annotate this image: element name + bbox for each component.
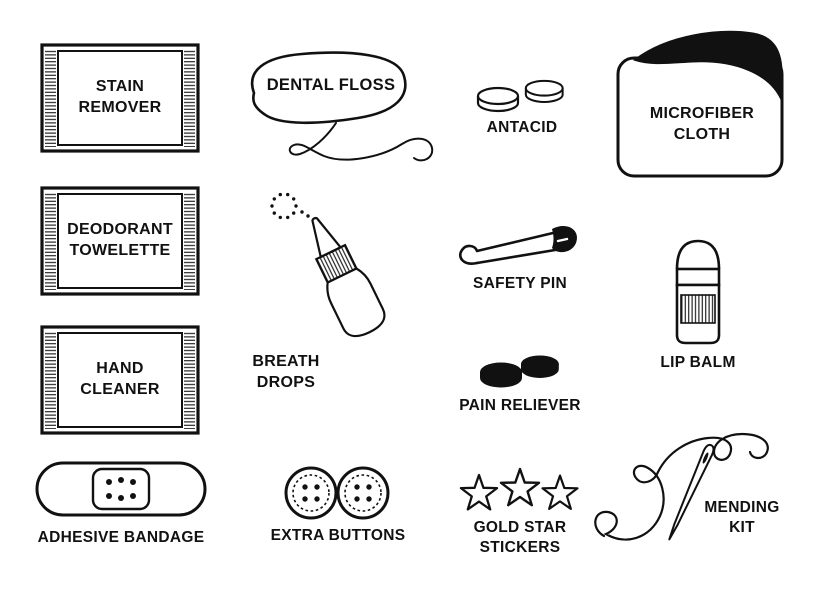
safety-pin-label: SAFETY PIN [472,275,567,292]
lip-balm-label: LIP BALM [660,354,736,371]
gold-star-stickers-label: GOLD STAR STICKERS [473,519,567,557]
mending-kit-label: MENDING KIT [704,499,780,537]
pain-reliever-tablets-icon [480,355,559,388]
item-pain-reliever: PAIN RELIEVER [455,350,585,414]
dental-floss-icon [250,51,434,162]
dental-floss-label: DENTAL FLOSS [266,76,396,94]
spray-dots [270,192,310,220]
buttons-icon [284,466,390,520]
microfiber-cloth-icon [616,30,784,178]
item-gold-star-stickers: GOLD STAR STICKERS [455,466,585,566]
needle [668,443,715,541]
stars-icon [459,467,579,511]
microfiber-cloth-label: MICROFIBER CLOTH [649,105,755,143]
item-adhesive-bandage: ADHESIVE BANDAGE [33,458,209,554]
safety-pin-icon [458,225,578,265]
item-microfiber-cloth: MICROFIBER CLOTH [610,28,794,184]
deodorant-towelette-label: DEODORANT TOWELETTE [67,221,173,259]
lip-balm-tube-icon [675,239,721,345]
item-antacid: ANTACID [462,76,582,142]
item-hand-cleaner: HAND CLEANER [40,325,200,435]
hand-cleaner-label: HAND CLEANER [80,360,160,398]
needle-and-thread-icon [594,432,769,541]
extra-buttons-label: EXTRA BUTTONS [270,527,406,544]
item-stain-remover: STAIN REMOVER [40,43,200,153]
stain-remover-label: STAIN REMOVER [78,78,162,116]
item-mending-kit: MENDING KIT [590,424,810,584]
item-dental-floss: DENTAL FLOSS [238,45,453,180]
item-breath-drops: BREATH DROPS [240,192,400,402]
item-lip-balm: LIP BALM [640,237,756,377]
item-extra-buttons: EXTRA BUTTONS [270,462,406,558]
adhesive-bandage-label: ADHESIVE BANDAGE [37,529,205,546]
breath-drops-label: BREATH DROPS [252,353,320,391]
antacid-label: ANTACID [486,119,558,136]
breath-drops-bottle-icon [270,192,386,338]
bandage-icon [35,461,207,517]
item-safety-pin: SAFETY PIN [455,220,585,294]
antacid-tablets-icon [476,79,564,113]
pain-reliever-label: PAIN RELIEVER [459,397,581,414]
item-deodorant-towelette: DEODORANT TOWELETTE [40,186,200,296]
